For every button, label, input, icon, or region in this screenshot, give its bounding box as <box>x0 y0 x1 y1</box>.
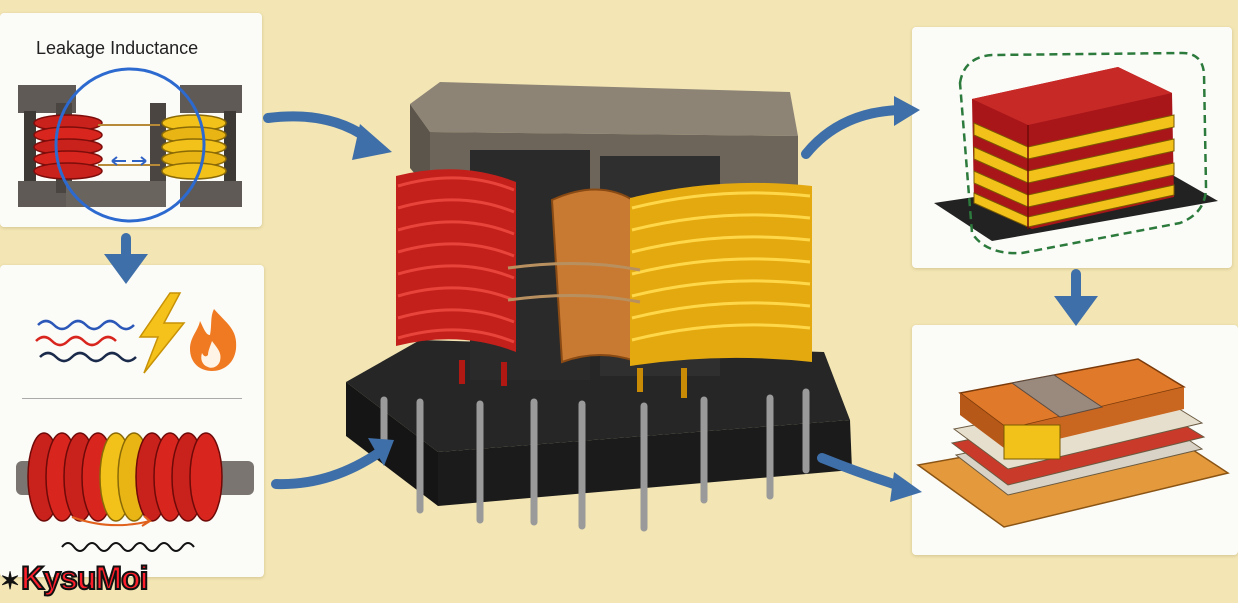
logo-text: KysuMoi <box>20 559 149 597</box>
noise-waves <box>35 319 137 363</box>
arrow-to-transformer <box>263 111 375 145</box>
sandwich-winding-illustration <box>934 51 1218 255</box>
arrow-from-losses <box>271 447 385 490</box>
leakage-gap-arrows <box>111 156 147 166</box>
bobbin-base <box>346 340 852 506</box>
arrow-to-planar <box>817 453 905 491</box>
brand-logo: ✶KysuMoi <box>0 557 176 599</box>
arrow-to-sandwich <box>801 105 905 159</box>
current-flow-arrow <box>71 515 153 527</box>
arrow-head-to-transformer <box>352 124 392 160</box>
leakage-inductance-illustration <box>18 67 242 223</box>
red-primary-coil <box>33 114 103 180</box>
ferrite-core <box>410 82 798 380</box>
leakage-inductance-title: Leakage Inductance <box>36 38 199 58</box>
reduced-noise-wave <box>61 542 195 552</box>
flame-icon <box>190 309 237 371</box>
losses-panel <box>0 265 264 577</box>
transformer-pins <box>380 388 810 532</box>
coil-tie-wires <box>507 261 641 304</box>
interleaved-winding <box>16 432 254 522</box>
planar-core <box>958 358 1186 460</box>
yellow-secondary-coil <box>161 114 227 180</box>
lightning-icon <box>138 292 186 374</box>
leakage-flux-loop <box>54 67 206 223</box>
planar-transformer-illustration <box>916 358 1230 528</box>
copper-shield <box>550 188 640 364</box>
sandwich-winding-panel <box>912 27 1232 268</box>
arrow-head-down-right <box>1054 296 1098 326</box>
panel-divider <box>22 398 242 399</box>
logo-mark-icon: ✶ <box>0 568 20 595</box>
layer-stack <box>972 67 1175 229</box>
arrow-head-from-losses <box>368 438 394 466</box>
secondary-winding-yellow <box>630 182 812 398</box>
leakage-inductance-panel: Leakage Inductance <box>0 13 262 227</box>
planar-transformer-panel <box>912 325 1238 555</box>
losses-illustration <box>16 292 254 552</box>
primary-winding-red <box>396 169 516 386</box>
winding-boundary-outline <box>958 51 1208 255</box>
